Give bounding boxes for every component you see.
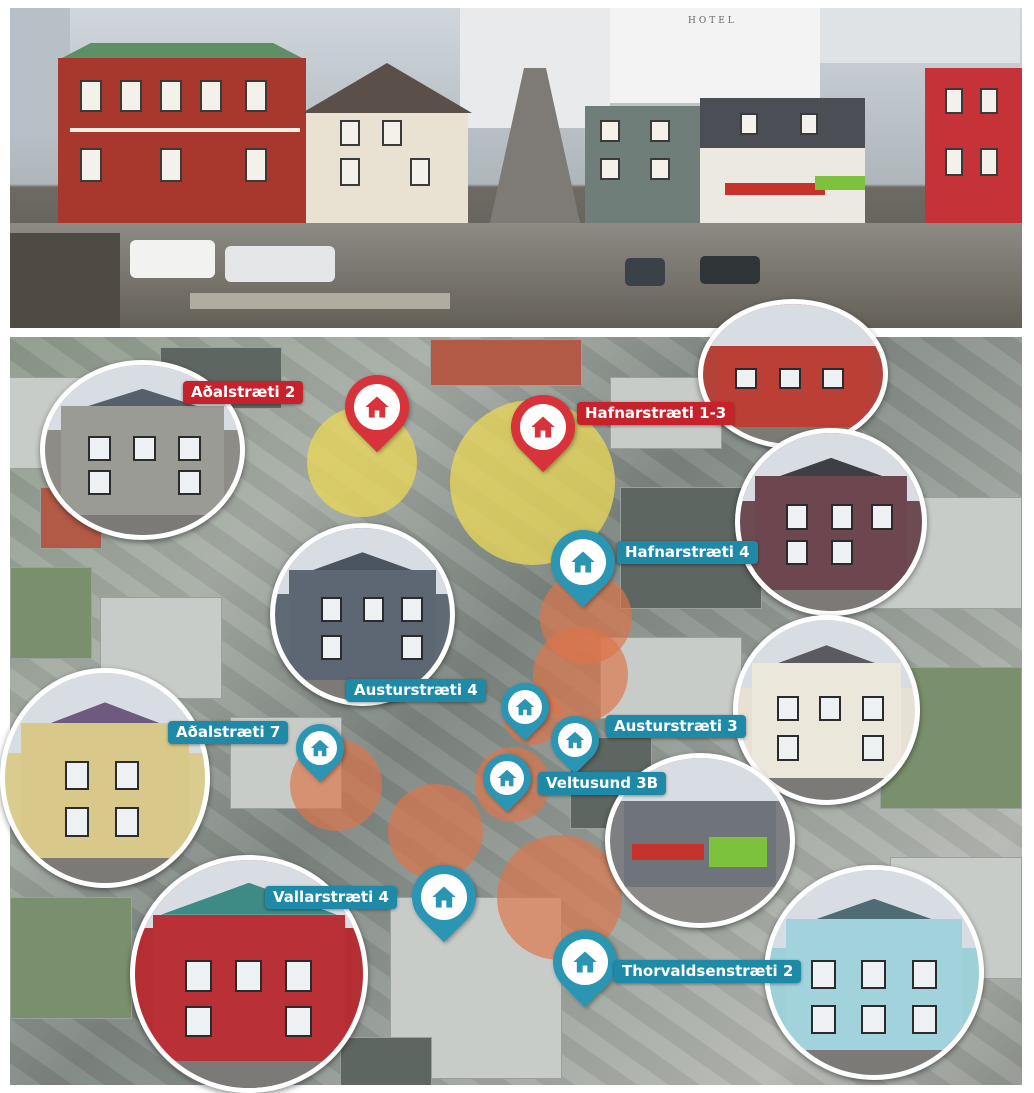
- photo-adalstraeti-2: [40, 360, 245, 540]
- house-icon: [508, 690, 542, 724]
- house-icon: [560, 539, 606, 585]
- label-austurstraeti-3[interactable]: Austurstræti 3: [606, 715, 746, 738]
- label-vallarstraeti-4[interactable]: Vallarstræti 4: [265, 886, 397, 909]
- photo-building-top-right: [698, 299, 888, 449]
- house-icon: [558, 723, 592, 757]
- label-veltusund-3b[interactable]: Veltusund 3B: [538, 772, 667, 795]
- photo-hafnarstraeti-4: [735, 428, 927, 616]
- photo-austurstraeti-3: [733, 615, 920, 805]
- label-hafnarstraeti-1-3[interactable]: Hafnarstræti 1-3: [577, 402, 735, 425]
- hotel-sign: HOTEL: [688, 16, 737, 26]
- house-icon: [303, 731, 337, 765]
- label-hafnarstraeti-4[interactable]: Hafnarstræti 4: [617, 541, 758, 564]
- house-icon: [562, 939, 608, 985]
- label-thorvaldsenstraeti-2[interactable]: Thorvaldsenstræti 2: [614, 960, 802, 983]
- photo-adalstraeti-7: [0, 668, 210, 888]
- photo-thorvaldsenstraeti-2: [764, 865, 984, 1080]
- label-adalstraeti-2[interactable]: Aðalstræti 2: [183, 381, 304, 404]
- street-photo: HOTEL: [10, 8, 1022, 328]
- house-icon: [490, 761, 524, 795]
- house-icon: [520, 404, 566, 450]
- label-adalstraeti-7[interactable]: Aðalstræti 7: [168, 721, 289, 744]
- zone-vallarstraeti-4: [388, 784, 483, 879]
- label-austurstraeti-4[interactable]: Austurstræti 4: [346, 679, 486, 702]
- house-icon: [354, 384, 400, 430]
- house-icon: [421, 874, 467, 920]
